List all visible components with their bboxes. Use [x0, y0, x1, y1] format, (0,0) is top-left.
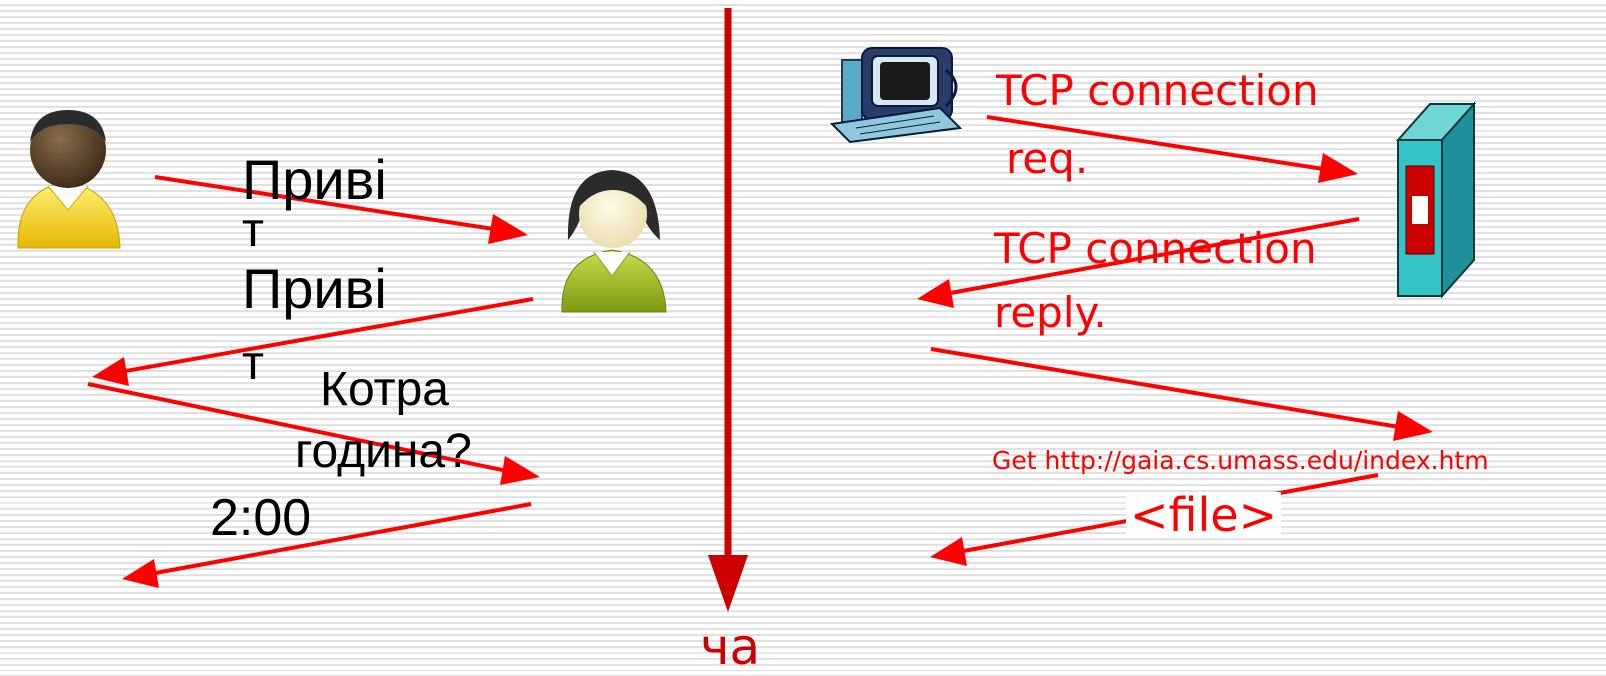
message-label: т — [242, 204, 264, 257]
arrow-net-2 — [944, 217, 1360, 296]
server-icon — [1395, 101, 1477, 299]
message-label: Приві — [242, 148, 387, 211]
arrowhead-human-1 — [488, 214, 528, 244]
arrow-human-2 — [119, 297, 534, 374]
message-label: т — [242, 337, 264, 390]
arrow-net-3 — [930, 347, 1406, 430]
message-label: Get http://gaia.cs.umass.edu/index.htm — [992, 446, 1489, 475]
message-label: req. — [1006, 134, 1089, 183]
computer-icon — [829, 47, 963, 144]
message-label: <file> — [1126, 492, 1282, 538]
arrowhead-human-3 — [500, 456, 540, 485]
arrowhead-net-3 — [1393, 411, 1433, 441]
arrow-human-1 — [154, 175, 501, 232]
arrowhead-net-1 — [1318, 153, 1358, 183]
arrow-human-4 — [149, 502, 532, 576]
person-man-icon — [17, 110, 121, 249]
arrowhead-human-4 — [122, 559, 159, 588]
person-woman-icon — [561, 170, 667, 313]
arrowhead-net-4 — [930, 537, 967, 566]
arrowhead-net-2 — [917, 279, 954, 308]
arrow-net-1 — [986, 115, 1331, 172]
arrowhead-human-2 — [92, 357, 129, 386]
message-label: reply. — [994, 288, 1107, 337]
timeline-arrowhead — [708, 555, 748, 612]
human-arrows — [87, 175, 540, 588]
message-label: година? — [295, 425, 472, 478]
arrow-human-3 — [87, 382, 513, 474]
message-label: Котра — [320, 363, 449, 416]
message-label: TCP connection — [996, 66, 1319, 115]
timeline-label: ча — [700, 618, 761, 676]
message-label: 2:00 — [210, 489, 312, 547]
message-label: Приві — [242, 257, 387, 320]
message-label: TCP connection — [994, 224, 1317, 273]
